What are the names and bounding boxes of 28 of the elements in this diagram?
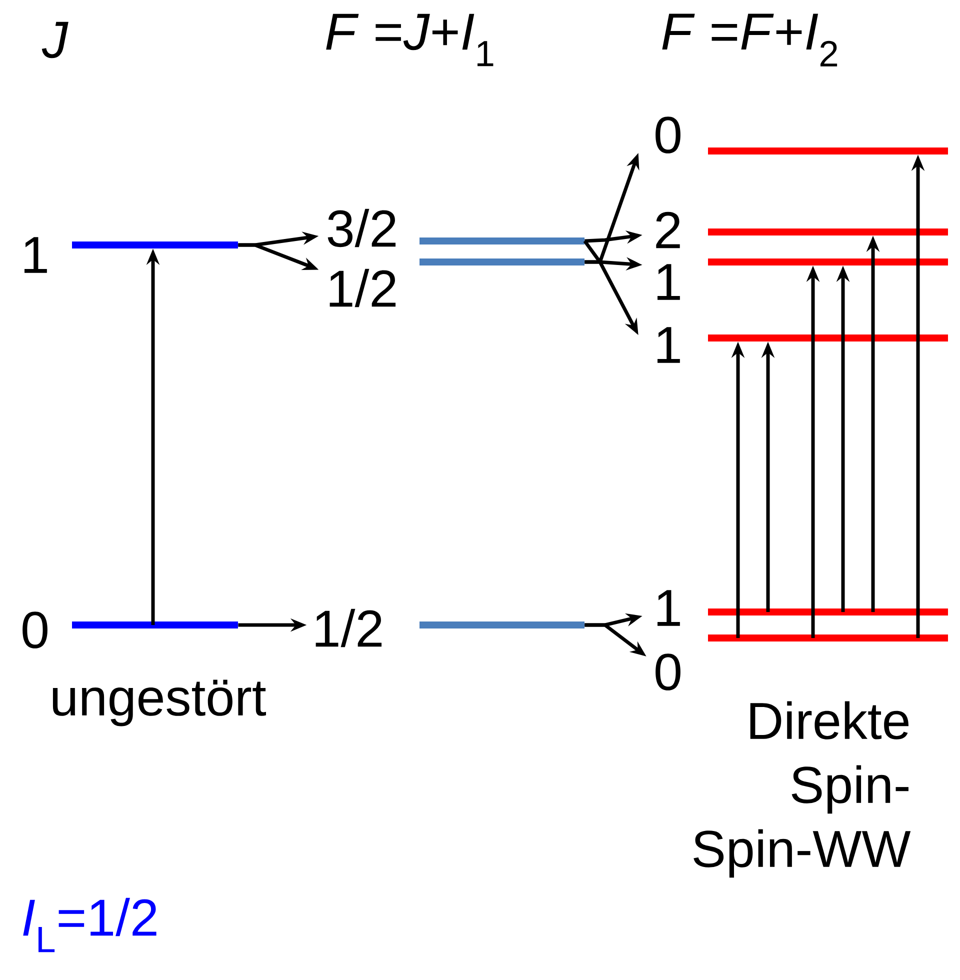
energy-level: 1 bbox=[24, 237, 238, 273]
energy-level: 1/2 bbox=[330, 258, 584, 308]
node-label: 1 bbox=[658, 590, 680, 626]
node-label: 1 bbox=[658, 327, 680, 363]
node-label: 0 bbox=[656, 116, 680, 154]
energy-level: 1/2 bbox=[316, 608, 584, 648]
node-label: 0 bbox=[22, 612, 48, 648]
node-label: 1/2 bbox=[316, 608, 382, 648]
energy-level: 1 bbox=[658, 590, 948, 626]
energy-level: 0 bbox=[22, 612, 238, 648]
node-label: 2 bbox=[656, 212, 680, 248]
column-heading: J bbox=[42, 22, 68, 58]
column-caption: Direkte Spin-Spin-WW bbox=[694, 701, 911, 878]
energy-level: 2 bbox=[656, 212, 948, 248]
node-label: 0 bbox=[656, 654, 680, 690]
node-label: 1/2 bbox=[330, 268, 396, 308]
node-label: 1 bbox=[658, 264, 680, 300]
spin-note: I$_{L}$=1/2 bbox=[23, 898, 156, 952]
column-heading: F =J+I$_{1}$ bbox=[326, 14, 494, 66]
energy-level: 0 bbox=[656, 116, 948, 154]
energy-level: 3/2 bbox=[328, 208, 584, 248]
energy-level: 1 bbox=[658, 258, 948, 300]
node-label: 1 bbox=[24, 237, 47, 273]
energy-level: 1 bbox=[658, 327, 948, 363]
node-label: 3/2 bbox=[328, 208, 396, 248]
energy-level: 0 bbox=[656, 634, 948, 690]
column-caption: ungestört bbox=[52, 680, 266, 726]
column-heading: F =F+I$_{2}$ bbox=[662, 14, 838, 66]
